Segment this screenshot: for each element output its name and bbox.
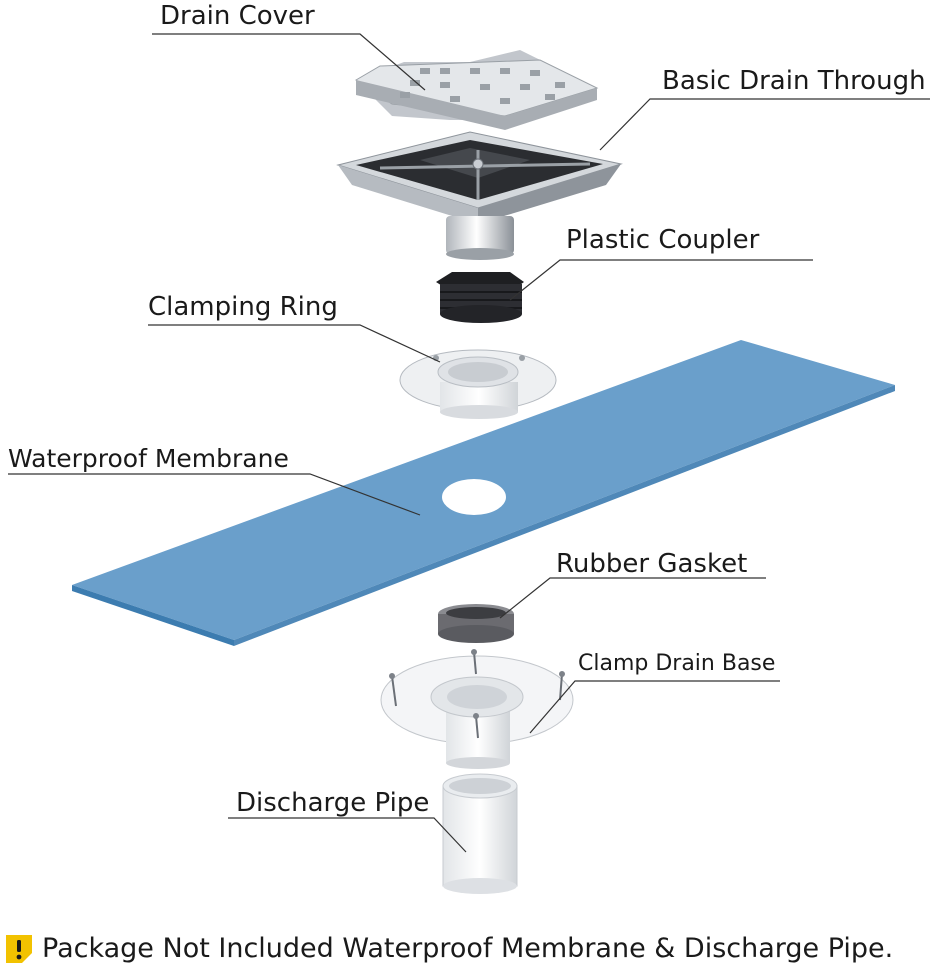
drain-cover-part <box>355 50 599 130</box>
label-clamping-ring: Clamping Ring <box>148 292 338 322</box>
label-waterproof-membrane: Waterproof Membrane <box>8 444 289 473</box>
label-plastic-coupler: Plastic Coupler <box>566 225 760 255</box>
label-discharge-pipe: Discharge Pipe <box>236 788 430 818</box>
warning-icon <box>6 935 32 963</box>
waterproof-membrane-part <box>72 340 895 646</box>
label-basic-drain-through: Basic Drain Through <box>662 66 926 96</box>
label-clamp-drain-base: Clamp Drain Base <box>578 651 776 676</box>
leader-clamping-ring <box>148 324 441 363</box>
leader-membrane <box>8 473 421 516</box>
leader-drain-cover <box>152 33 426 91</box>
clamping-ring-part <box>399 349 557 419</box>
rubber-gasket-part <box>438 604 514 643</box>
plastic-coupler-part <box>436 272 524 323</box>
label-drain-cover: Drain Cover <box>160 1 315 31</box>
leader-discharge-pipe <box>228 817 467 853</box>
clamp-drain-base-part <box>380 649 574 769</box>
leader-rubber-gasket <box>499 577 766 619</box>
leader-basic-drain <box>599 98 930 151</box>
package-note-text: Package Not Included Waterproof Membrane… <box>42 932 894 964</box>
basic-drain-body-part <box>336 131 623 260</box>
package-note: Package Not Included Waterproof Membrane… <box>2 930 893 966</box>
leader-plastic-coupler <box>509 259 813 301</box>
discharge-pipe-part <box>442 773 518 894</box>
label-rubber-gasket: Rubber Gasket <box>556 549 748 579</box>
leader-lines <box>8 33 930 853</box>
leader-clamp-drain-base <box>529 680 780 734</box>
